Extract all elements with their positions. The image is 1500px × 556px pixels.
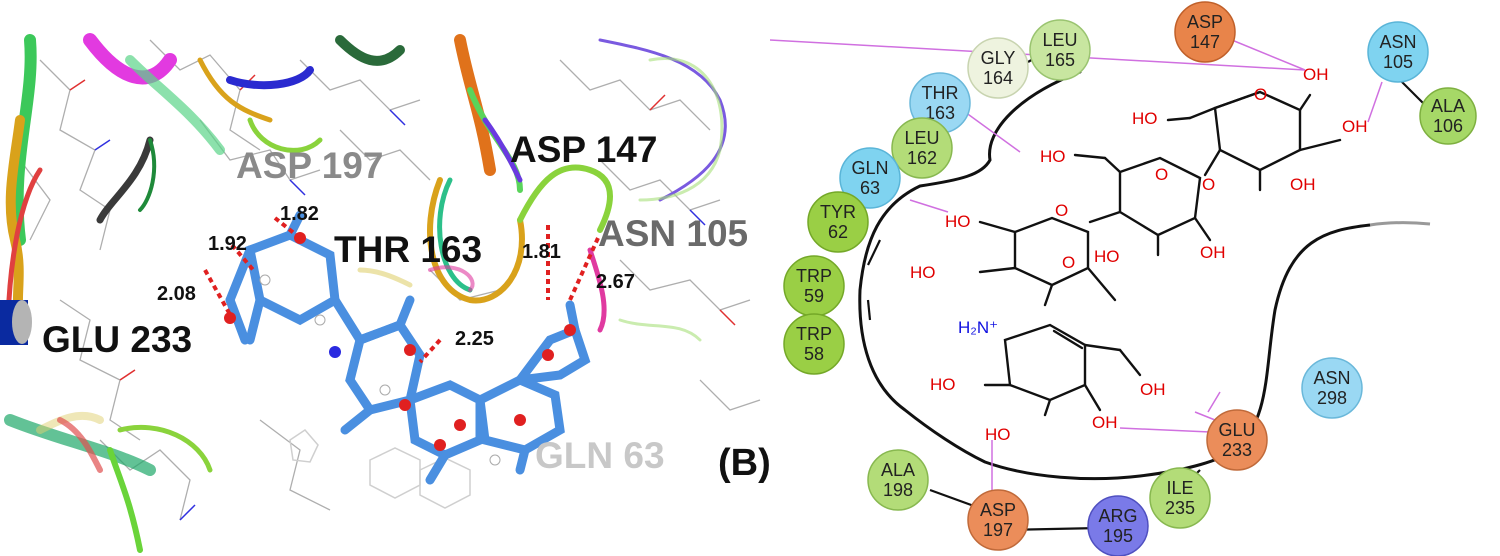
- distance-labels: 1.82 1.92 2.08 1.81 2.67 2.25: [157, 203, 635, 350]
- atom-label-oh: OH: [1290, 175, 1316, 194]
- residue-label-asp147: ASP 147: [510, 129, 657, 170]
- distance-label: 2.25: [455, 328, 494, 350]
- residue-tyr62: TYR 62: [807, 191, 869, 253]
- atom-label-o: O: [1062, 253, 1075, 272]
- atom-label-ho: HO: [930, 375, 956, 394]
- atom-label-oh: OH: [1342, 117, 1368, 136]
- atom-label-o: O: [1254, 85, 1267, 104]
- svg-text:195: 195: [1103, 526, 1133, 546]
- distance-label: 1.92: [208, 233, 247, 255]
- svg-text:59: 59: [804, 286, 824, 306]
- binding-pocket-outline: [858, 70, 1372, 481]
- residue-trp59: TRP 59: [783, 255, 845, 317]
- atom-label-oh: OH: [1140, 380, 1166, 399]
- svg-text:62: 62: [828, 222, 848, 242]
- residue-discs: ASP 147 ASN 105 ALA 106 LEU 165 GLY 164 …: [783, 1, 1477, 556]
- svg-text:TRP: TRP: [796, 324, 832, 344]
- residue-label-glu233: GLU 233: [42, 319, 192, 360]
- residue-asn298: ASN 298: [1301, 357, 1363, 419]
- svg-text:235: 235: [1165, 498, 1195, 518]
- atom-label-o: O: [1055, 201, 1068, 220]
- atom-label-ho: HO: [985, 425, 1011, 444]
- ribbon-end-cap-edge: [12, 300, 32, 344]
- atom-label-o: O: [1202, 175, 1215, 194]
- atom-label-oh: OH: [1092, 413, 1118, 432]
- residue-label-gln63: GLN 63: [535, 435, 665, 476]
- svg-text:GLU: GLU: [1218, 420, 1255, 440]
- svg-text:ASP: ASP: [980, 500, 1016, 520]
- residue-trp58: TRP 58: [783, 313, 845, 375]
- residue-ala106: ALA 106: [1419, 87, 1477, 145]
- residue-asp147: ASP 147: [1174, 1, 1236, 63]
- residue-label-thr163: THR 163: [334, 229, 482, 270]
- atom-label-oh: OH: [1200, 243, 1226, 262]
- svg-text:58: 58: [804, 344, 824, 364]
- svg-text:TRP: TRP: [796, 266, 832, 286]
- atom-label-ho: HO: [1094, 247, 1120, 266]
- residue-label-asp197: ASP 197: [236, 145, 383, 186]
- atom-label-ho: HO: [910, 263, 936, 282]
- residue-ile235: ILE 235: [1149, 467, 1211, 529]
- svg-text:165: 165: [1045, 50, 1075, 70]
- distance-label: 1.82: [280, 203, 319, 225]
- ligand-skeleton-2d: [978, 90, 1342, 417]
- svg-text:ALA: ALA: [1431, 96, 1465, 116]
- svg-text:ASN: ASN: [1379, 32, 1416, 52]
- svg-text:ASN: ASN: [1313, 368, 1350, 388]
- protein-ribbons: [4, 33, 727, 553]
- interaction-2d-diagram: OH OH OH HO O O HO O O HO OH HO HO O H₂N…: [770, 1, 1477, 556]
- residue-gly164: GLY 164: [967, 37, 1029, 99]
- svg-text:164: 164: [983, 68, 1013, 88]
- residue-ala198: ALA 198: [867, 449, 929, 511]
- svg-text:163: 163: [925, 103, 955, 123]
- distance-label: 1.81: [522, 241, 561, 263]
- svg-text:298: 298: [1317, 388, 1347, 408]
- svg-text:GLY: GLY: [981, 48, 1016, 68]
- svg-text:TYR: TYR: [820, 202, 856, 222]
- residue-arg195: ARG 195: [1087, 495, 1149, 556]
- residue-leu162: LEU 162: [891, 117, 953, 179]
- residue-label-asn105: ASN 105: [598, 213, 748, 254]
- svg-text:105: 105: [1383, 52, 1413, 72]
- svg-text:GLN: GLN: [851, 158, 888, 178]
- panel-b-label: (B): [718, 442, 771, 484]
- svg-text:ARG: ARG: [1098, 506, 1137, 526]
- residue-glu233: GLU 233: [1206, 409, 1268, 471]
- distance-label: 2.67: [596, 271, 635, 293]
- residue-leu165: LEU 165: [1029, 19, 1091, 81]
- svg-text:ASP: ASP: [1187, 12, 1223, 32]
- residue-asn105: ASN 105: [1367, 21, 1429, 83]
- panel-b-2d-diagram: OH OH OH HO O O HO O O HO OH HO HO O H₂N…: [770, 0, 1500, 556]
- svg-text:ALA: ALA: [881, 460, 915, 480]
- pocket-outline-fade: [1369, 221, 1431, 227]
- svg-text:LEU: LEU: [1042, 30, 1077, 50]
- svg-text:LEU: LEU: [904, 128, 939, 148]
- hydrogen-bond-lines: [203, 216, 600, 364]
- ligand-sticks: [225, 210, 591, 485]
- atom-label-ho: HO: [1132, 109, 1158, 128]
- atom-labels-2d: OH OH OH HO O O HO O O HO OH HO HO O H₂N…: [910, 65, 1368, 444]
- panel-a-3d-pose: 1.82 1.92 2.08 1.81 2.67 2.25 ASP 197 AS…: [0, 33, 761, 553]
- svg-text:233: 233: [1222, 440, 1252, 460]
- atom-label-oh: OH: [1303, 65, 1329, 84]
- residue-gln63: GLN 63: [839, 147, 901, 209]
- svg-text:197: 197: [983, 520, 1013, 540]
- docking-3d-render: 1.82 1.92 2.08 1.81 2.67 2.25 ASP 197 AS…: [0, 33, 761, 553]
- svg-text:63: 63: [860, 178, 880, 198]
- atom-label-ho: HO: [945, 212, 971, 231]
- svg-text:106: 106: [1433, 116, 1463, 136]
- svg-text:THR: THR: [922, 83, 959, 103]
- ligand-heteroatoms: [224, 232, 576, 466]
- atom-label-o: O: [1155, 165, 1168, 184]
- distance-label: 2.08: [157, 283, 196, 305]
- svg-text:162: 162: [907, 148, 937, 168]
- residue-asp197: ASP 197: [967, 489, 1029, 551]
- atom-label-ho: HO: [1040, 147, 1066, 166]
- svg-text:147: 147: [1190, 32, 1220, 52]
- atom-label-amine: H₂N⁺: [958, 318, 998, 337]
- residue-labels-3d: ASP 197 ASP 147 THR 163 ASN 105 GLU 233 …: [42, 129, 748, 476]
- svg-text:198: 198: [883, 480, 913, 500]
- svg-text:ILE: ILE: [1166, 478, 1193, 498]
